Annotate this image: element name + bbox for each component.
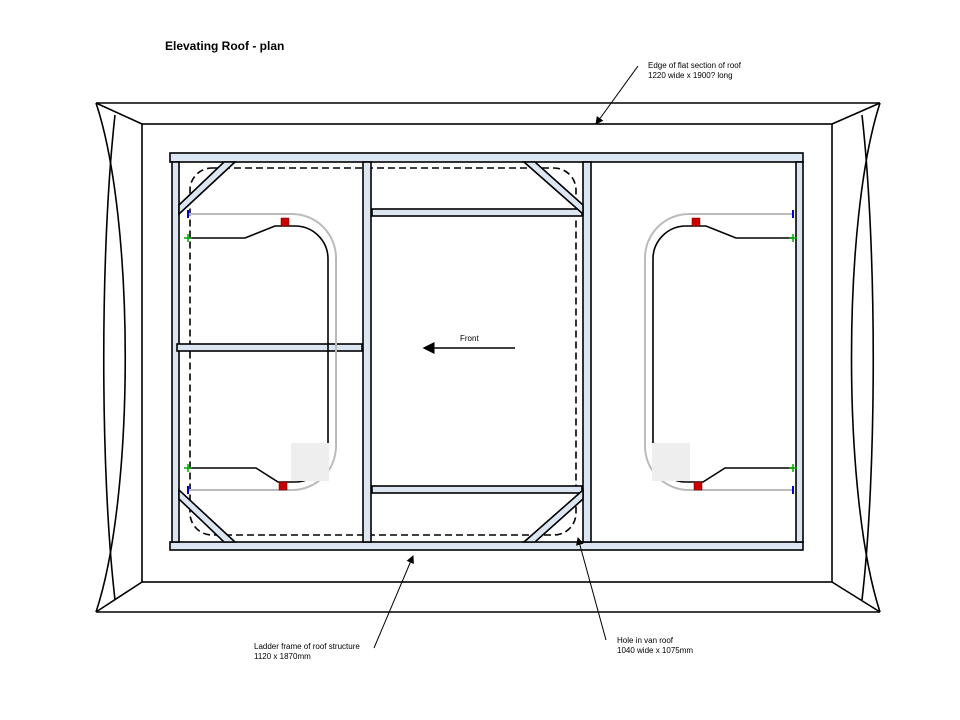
ladder-frame-line2: 1120 x 1870mm <box>254 652 311 661</box>
ladder-frame-label: Ladder frame of roof structure 1120 x 18… <box>254 642 360 662</box>
ladder-frame-line1: Ladder frame of roof structure <box>254 642 360 651</box>
roof-edge-line2: 1220 wide x 1900? long <box>648 71 733 80</box>
right-track <box>644 209 798 495</box>
roof-outline <box>95 102 881 613</box>
front-label: Front <box>460 334 479 343</box>
hole-label: Hole in van roof 1040 wide x 1075mm <box>617 636 693 656</box>
hole-line2: 1040 wide x 1075mm <box>617 646 694 655</box>
roof-edge-label: Edge of flat section of roof 1220 wide x… <box>648 61 741 81</box>
page-title: Elevating Roof - plan <box>165 39 285 53</box>
hole-line1: Hole in van roof <box>617 636 674 645</box>
left-track <box>183 209 337 495</box>
leader-lines <box>373 65 639 649</box>
ladder-frame <box>169 152 804 551</box>
roof-edge-line1: Edge of flat section of roof <box>648 61 741 70</box>
